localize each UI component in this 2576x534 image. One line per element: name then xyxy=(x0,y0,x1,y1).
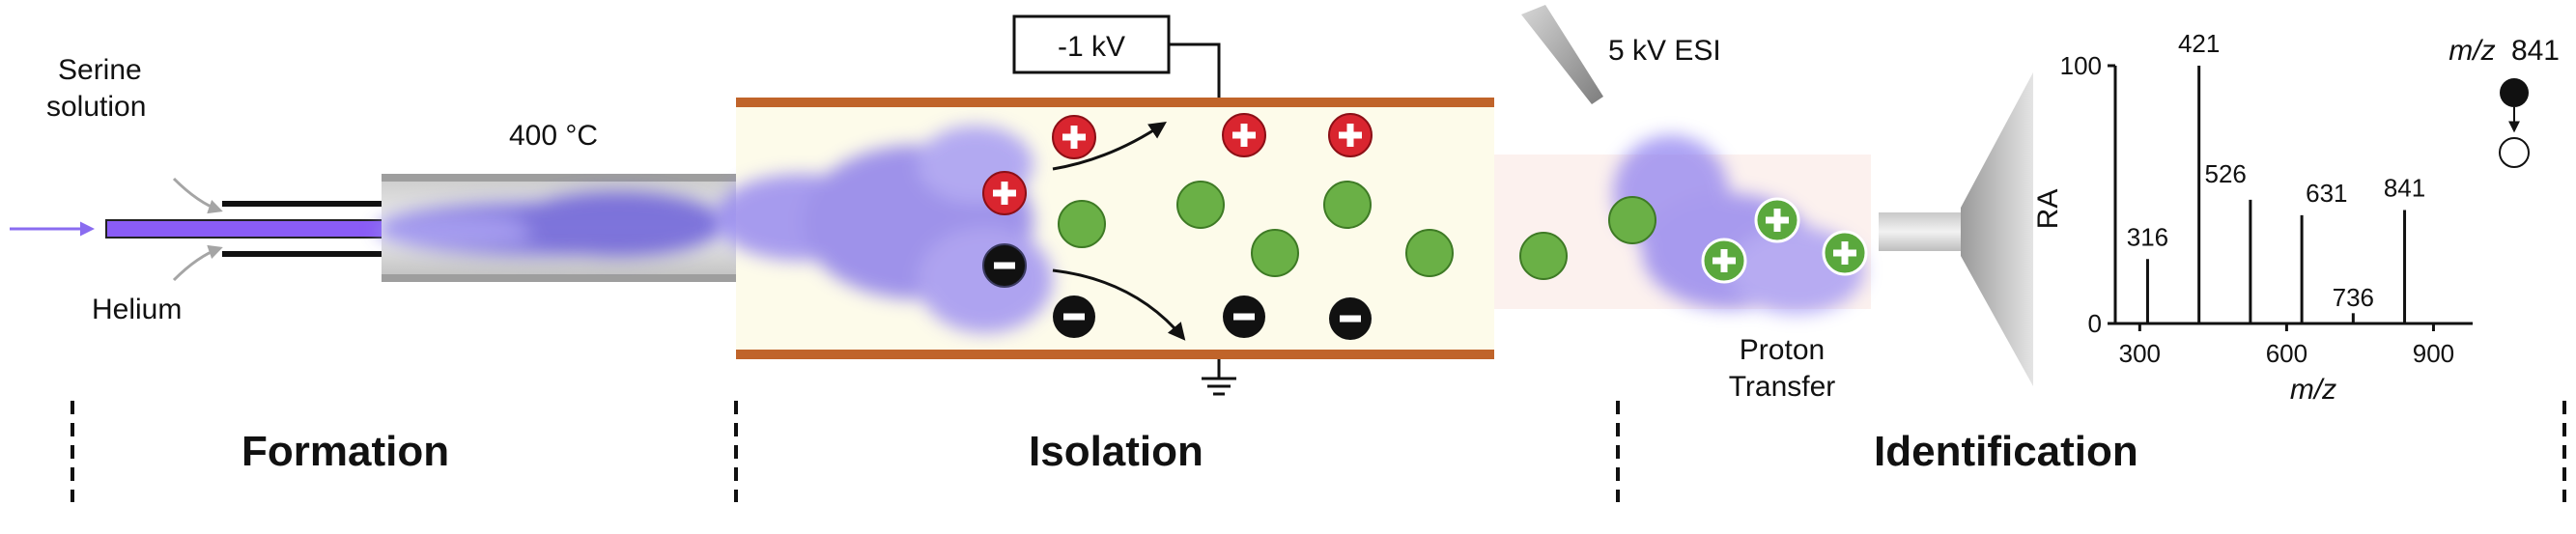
sheath-line-top xyxy=(222,201,391,207)
peak-label: 736 xyxy=(2333,283,2374,312)
lower-plate xyxy=(736,350,1494,359)
neutral-molecule xyxy=(1608,196,1656,244)
chart-x-axis-label: m/z xyxy=(2290,374,2336,406)
identification-section-label: Identification xyxy=(1874,428,2138,475)
neutral-molecule xyxy=(1405,229,1454,277)
x-tick-label: 900 xyxy=(2413,339,2454,368)
anion-icon xyxy=(1053,295,1095,338)
voltage-wire xyxy=(1169,42,1221,98)
protonated-molecule-icon xyxy=(1754,197,1800,243)
peak-label: 316 xyxy=(2127,222,2168,251)
isolation-section-label: Isolation xyxy=(1029,428,1203,475)
cation-icon xyxy=(1328,113,1373,157)
sheath-line-bottom xyxy=(222,251,391,257)
esi-label: 5 kV ESI xyxy=(1608,35,1721,67)
esi-nozzle xyxy=(1521,5,1603,104)
precursor-ion-icon xyxy=(2500,78,2529,107)
peak-label: 421 xyxy=(2178,29,2220,58)
anion-icon xyxy=(1223,295,1265,338)
inset-label-value: 841 xyxy=(2511,35,2560,67)
serine-label-line2: solution xyxy=(46,91,146,123)
neutral-molecule xyxy=(1519,232,1568,280)
anion-deflection-arrow xyxy=(1052,268,1186,341)
peak-label: 631 xyxy=(2306,179,2347,208)
capillary xyxy=(105,219,387,239)
ms-inlet-cone xyxy=(1961,72,2033,386)
cation-icon xyxy=(1222,113,1266,157)
formation-section-label: Formation xyxy=(241,428,449,475)
identification-section: 5 kV ESI Proton Transfer Identification … xyxy=(1494,5,2560,475)
neutral-molecule xyxy=(1058,200,1106,248)
neutral-molecule xyxy=(1323,181,1372,229)
ground-icon xyxy=(1202,377,1236,396)
upper-plate xyxy=(736,98,1494,107)
inset-label-prefix: m/z xyxy=(2449,35,2495,67)
protonated-molecule-icon xyxy=(1701,238,1747,284)
mass-spectrum-chart: 0 100 300 600 900 316 421 526 631 736 841 RA m/z… xyxy=(2032,29,2560,406)
peak-label: 526 xyxy=(2204,159,2246,188)
helium-label: Helium xyxy=(92,294,182,325)
serine-feed-arrow xyxy=(172,177,223,214)
inset-label: m/z 841 xyxy=(2449,35,2560,67)
cation-icon xyxy=(1052,115,1096,159)
proton-label-line2: Transfer xyxy=(1729,371,1836,403)
anion-icon xyxy=(1329,297,1372,340)
chart-y-axis-label: RA xyxy=(2032,189,2064,230)
y-tick-label: 0 xyxy=(2088,309,2102,338)
temperature-label: 400 °C xyxy=(509,120,598,152)
voltage-label: -1 kV xyxy=(1058,31,1125,63)
cation-icon xyxy=(982,171,1027,215)
cation-deflection-arrow xyxy=(1052,121,1167,171)
formation-section: Serine solution Helium 400 °C Formation xyxy=(10,54,739,475)
x-tick-label: 600 xyxy=(2266,339,2307,368)
protonated-molecule-icon xyxy=(1822,230,1868,276)
helium-feed-arrow xyxy=(172,244,223,282)
anion-icon xyxy=(982,243,1027,288)
chart-x-ticks: 300 600 900 xyxy=(2119,323,2454,368)
neutral-molecule xyxy=(1176,181,1225,229)
fragment-ion-icon xyxy=(2499,137,2530,168)
neutral-molecule xyxy=(1251,229,1299,277)
tube-plume xyxy=(377,191,724,257)
y-tick-label: 100 xyxy=(2060,51,2102,80)
x-tick-label: 300 xyxy=(2119,339,2161,368)
voltage-box xyxy=(1012,14,1171,74)
ms-inlet-tube xyxy=(1879,212,1967,251)
serine-label-line1: Serine xyxy=(58,54,142,86)
isolation-section: -1 kV xyxy=(715,14,1494,475)
proton-label-line1: Proton xyxy=(1740,334,1825,366)
chart-y-ticks: 0 100 xyxy=(2060,51,2115,338)
chart-peaks: 316 421 526 631 736 841 xyxy=(2127,29,2425,323)
peak-label: 841 xyxy=(2384,174,2425,203)
